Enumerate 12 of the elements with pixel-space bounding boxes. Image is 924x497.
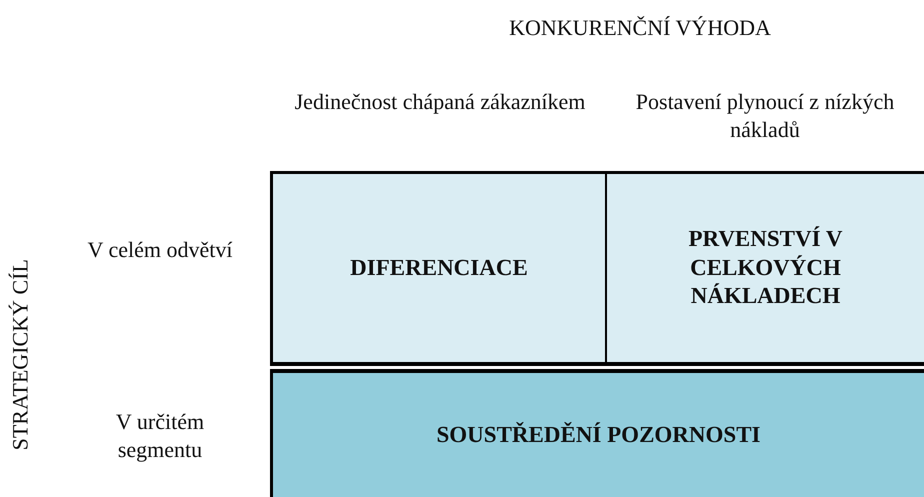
strategy-name: DIFERENCIACE [350, 254, 528, 282]
row-header: V celém odvětví [86, 236, 234, 264]
strategy-name: SOUSTŘEDĚNÍ POZORNOSTI [436, 420, 760, 449]
axis-title: STRATEGICKÝ CÍL [6, 258, 34, 452]
axis-title: KONKURENČNÍ VÝHODA [508, 14, 772, 42]
strategy-cell [270, 369, 924, 497]
strategy-cell [270, 171, 606, 366]
column-header: Postavení plynoucí z nízkých nákladů [634, 88, 896, 143]
column-header: Jedinečnost chápaná zákazníkem [294, 88, 586, 116]
strategy-cell [606, 171, 924, 366]
strategy-name: PRVENSTVÍ V CELKOVÝCH NÁKLADECH [687, 224, 844, 310]
row-header: V určitém segmentu [114, 408, 206, 463]
